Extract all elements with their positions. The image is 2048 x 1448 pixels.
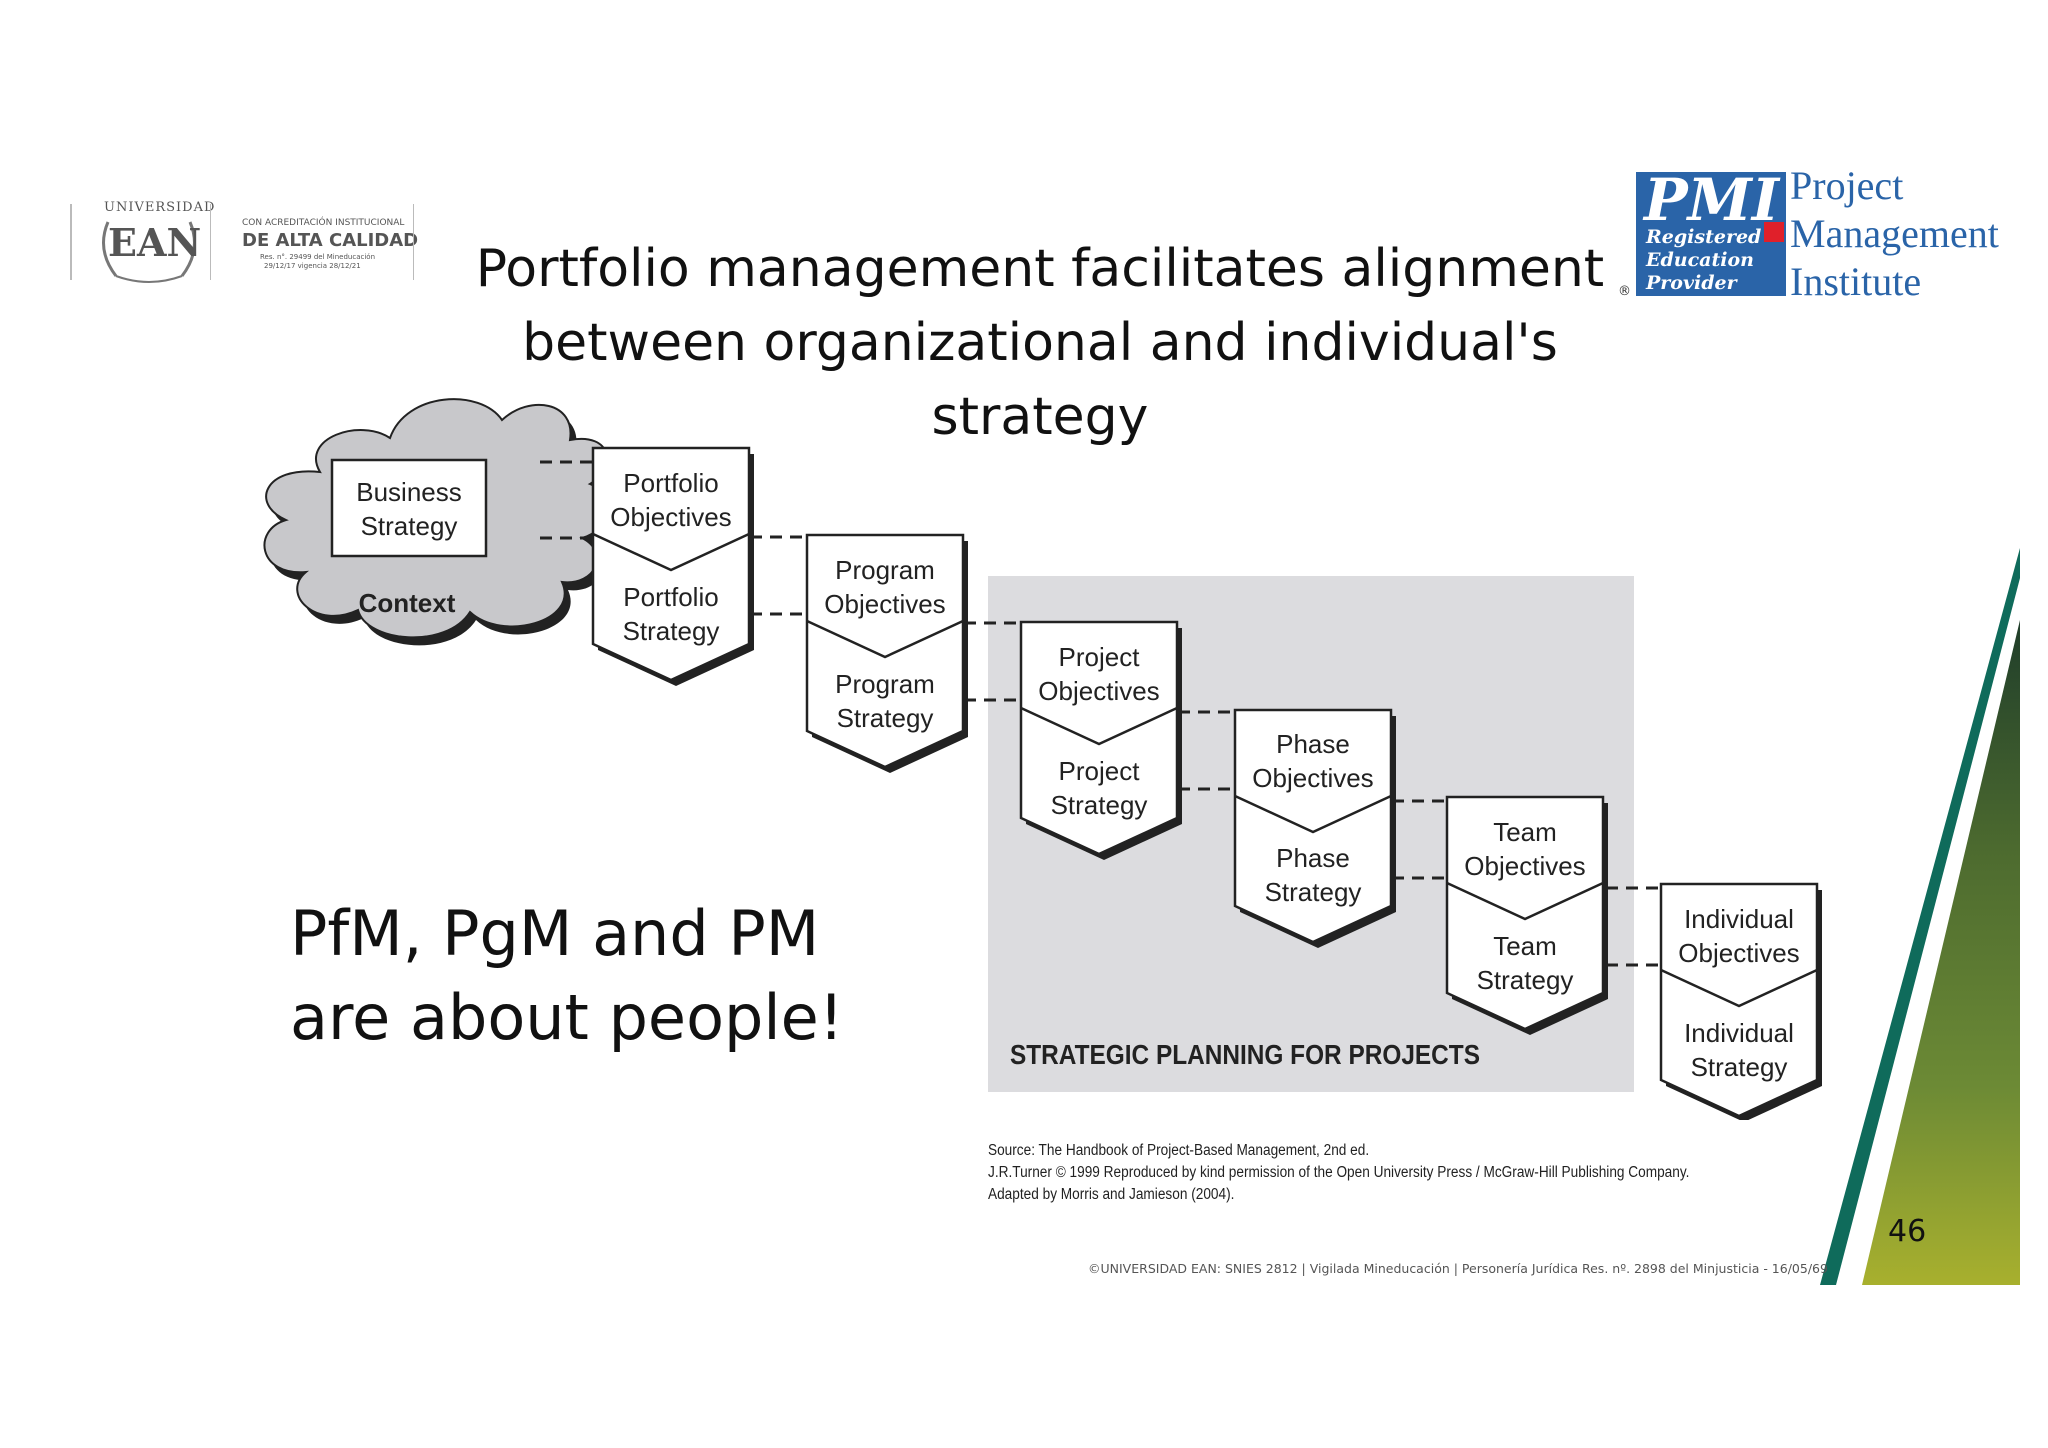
logo-divider (210, 204, 211, 280)
footer-legal: ©UNIVERSIDAD EAN: SNIES 2812 | Vigilada … (1088, 1261, 1828, 1276)
pmi-rep-label: Registered Education Provider (1646, 226, 1761, 295)
source-line: J.R.Turner © 1999 Reproduced by kind per… (988, 1164, 1690, 1181)
level-strategy-label: Team (1493, 931, 1557, 961)
level-objectives-label: Portfolio (623, 468, 718, 498)
pmi-name-line: Institute (1790, 259, 1922, 304)
ean-wordmark: EAN (108, 220, 202, 265)
panel-label: STRATEGIC PLANNING FOR PROJECTS (1010, 1039, 1480, 1070)
decorative-stripes (1820, 530, 2048, 1290)
pmi-rep-line: Provider (1646, 272, 1737, 294)
pmi-red-square (1764, 222, 1784, 242)
level-objectives-label: Objectives (1678, 938, 1799, 968)
title-line-2: between organizational and individual's … (522, 313, 1558, 447)
accreditation-resolution: Res. n°. 29499 del Mineducación (260, 253, 376, 261)
title-line-1: Portfolio management facilitates alignme… (475, 239, 1605, 299)
pmi-rep-line: Education (1646, 249, 1754, 271)
registered-symbol: ® (1618, 284, 1631, 299)
level-divider-chevron (806, 619, 964, 659)
level-strategy-label: Strategy (1265, 877, 1362, 907)
level-boxes (591, 446, 1822, 1120)
level-objectives-label: Individual (1684, 904, 1794, 934)
level-strategy-label: Project (1059, 756, 1141, 786)
level-objectives-label: Phase (1276, 729, 1350, 759)
level-strategy-label: Strategy (1051, 790, 1148, 820)
level-strategy-label: Strategy (837, 703, 934, 733)
context-cloud: Business Strategy Context (263, 398, 614, 646)
level-box (1019, 620, 1179, 856)
level-divider-chevron (592, 532, 750, 572)
ean-university-label: UNIVERSIDAD (104, 200, 216, 215)
callout-line-2: are about people! (290, 981, 844, 1054)
level-strategy-label: Phase (1276, 843, 1350, 873)
level-divider-chevron (1234, 794, 1392, 834)
level-objectives-label: Objectives (824, 589, 945, 619)
level-objectives-label: Team (1493, 817, 1557, 847)
business-strategy-box (330, 458, 488, 558)
level-box (1445, 795, 1605, 1031)
pmi-name-line: Management (1790, 211, 1999, 256)
logo-divider (413, 204, 414, 280)
level-objectives-label: Objectives (610, 502, 731, 532)
source-line: Source: The Handbook of Project-Based Ma… (988, 1142, 1370, 1159)
pmi-name: Project Management Institute (1790, 162, 1999, 306)
accreditation-line: CON ACREDITACIÓN INSTITUCIONAL (242, 218, 405, 228)
level-objectives-label: Objectives (1038, 676, 1159, 706)
accreditation-title: DE ALTA CALIDAD (242, 230, 419, 251)
callout-line-1: PfM, PgM and PM (290, 897, 820, 970)
laurel-icon (94, 214, 204, 286)
source-citation: Source: The Handbook of Project-Based Ma… (988, 1140, 1727, 1206)
level-box (1659, 882, 1819, 1118)
level-divider-chevron (1446, 881, 1604, 921)
level-box (805, 533, 965, 769)
level-objectives-label: Objectives (1252, 763, 1373, 793)
level-labels: Portfolio Objectives Portfolio Strategy … (610, 468, 1799, 1082)
ean-logo: UNIVERSIDAD EAN CON ACREDITACIÓN INSTITU… (70, 198, 420, 288)
pmi-mark: PMI (1644, 166, 1779, 234)
level-strategy-label: Strategy (623, 616, 720, 646)
level-box (1233, 708, 1393, 944)
level-objectives-label: Objectives (1464, 851, 1585, 881)
level-objectives-label: Project (1059, 642, 1141, 672)
source-line: Adapted by Morris and Jamieson (2004). (988, 1186, 1235, 1203)
page-number: 46 (1888, 1214, 1927, 1249)
context-label: Context (359, 588, 456, 618)
level-divider-chevron (1660, 968, 1818, 1008)
pmi-rep-line: Registered (1646, 226, 1762, 248)
strategy-diagram: STRATEGIC PLANNING FOR PROJECTS Business… (263, 398, 1822, 1120)
level-strategy-label: Portfolio (623, 582, 718, 612)
accreditation-validity: 29/12/17 vigencia 28/12/21 (264, 262, 361, 270)
level-strategy-label: Program (835, 669, 935, 699)
level-strategy-label: Strategy (1477, 965, 1574, 995)
pmi-logo-box (1636, 172, 1786, 296)
pmi-name-line: Project (1790, 163, 1904, 208)
business-strategy-label: Strategy (361, 511, 458, 541)
level-box (591, 446, 751, 682)
business-strategy-label: Business (356, 477, 462, 507)
logo-divider (70, 204, 72, 280)
people-callout: PfM, PgM and PM are about people! (290, 892, 850, 1060)
level-strategy-label: Individual (1684, 1018, 1794, 1048)
level-strategy-label: Strategy (1691, 1052, 1788, 1082)
level-objectives-label: Program (835, 555, 935, 585)
level-divider-chevron (1020, 706, 1178, 746)
slide-title: Portfolio management facilitates alignme… (430, 232, 1650, 454)
dashed-connectors (540, 460, 1660, 967)
